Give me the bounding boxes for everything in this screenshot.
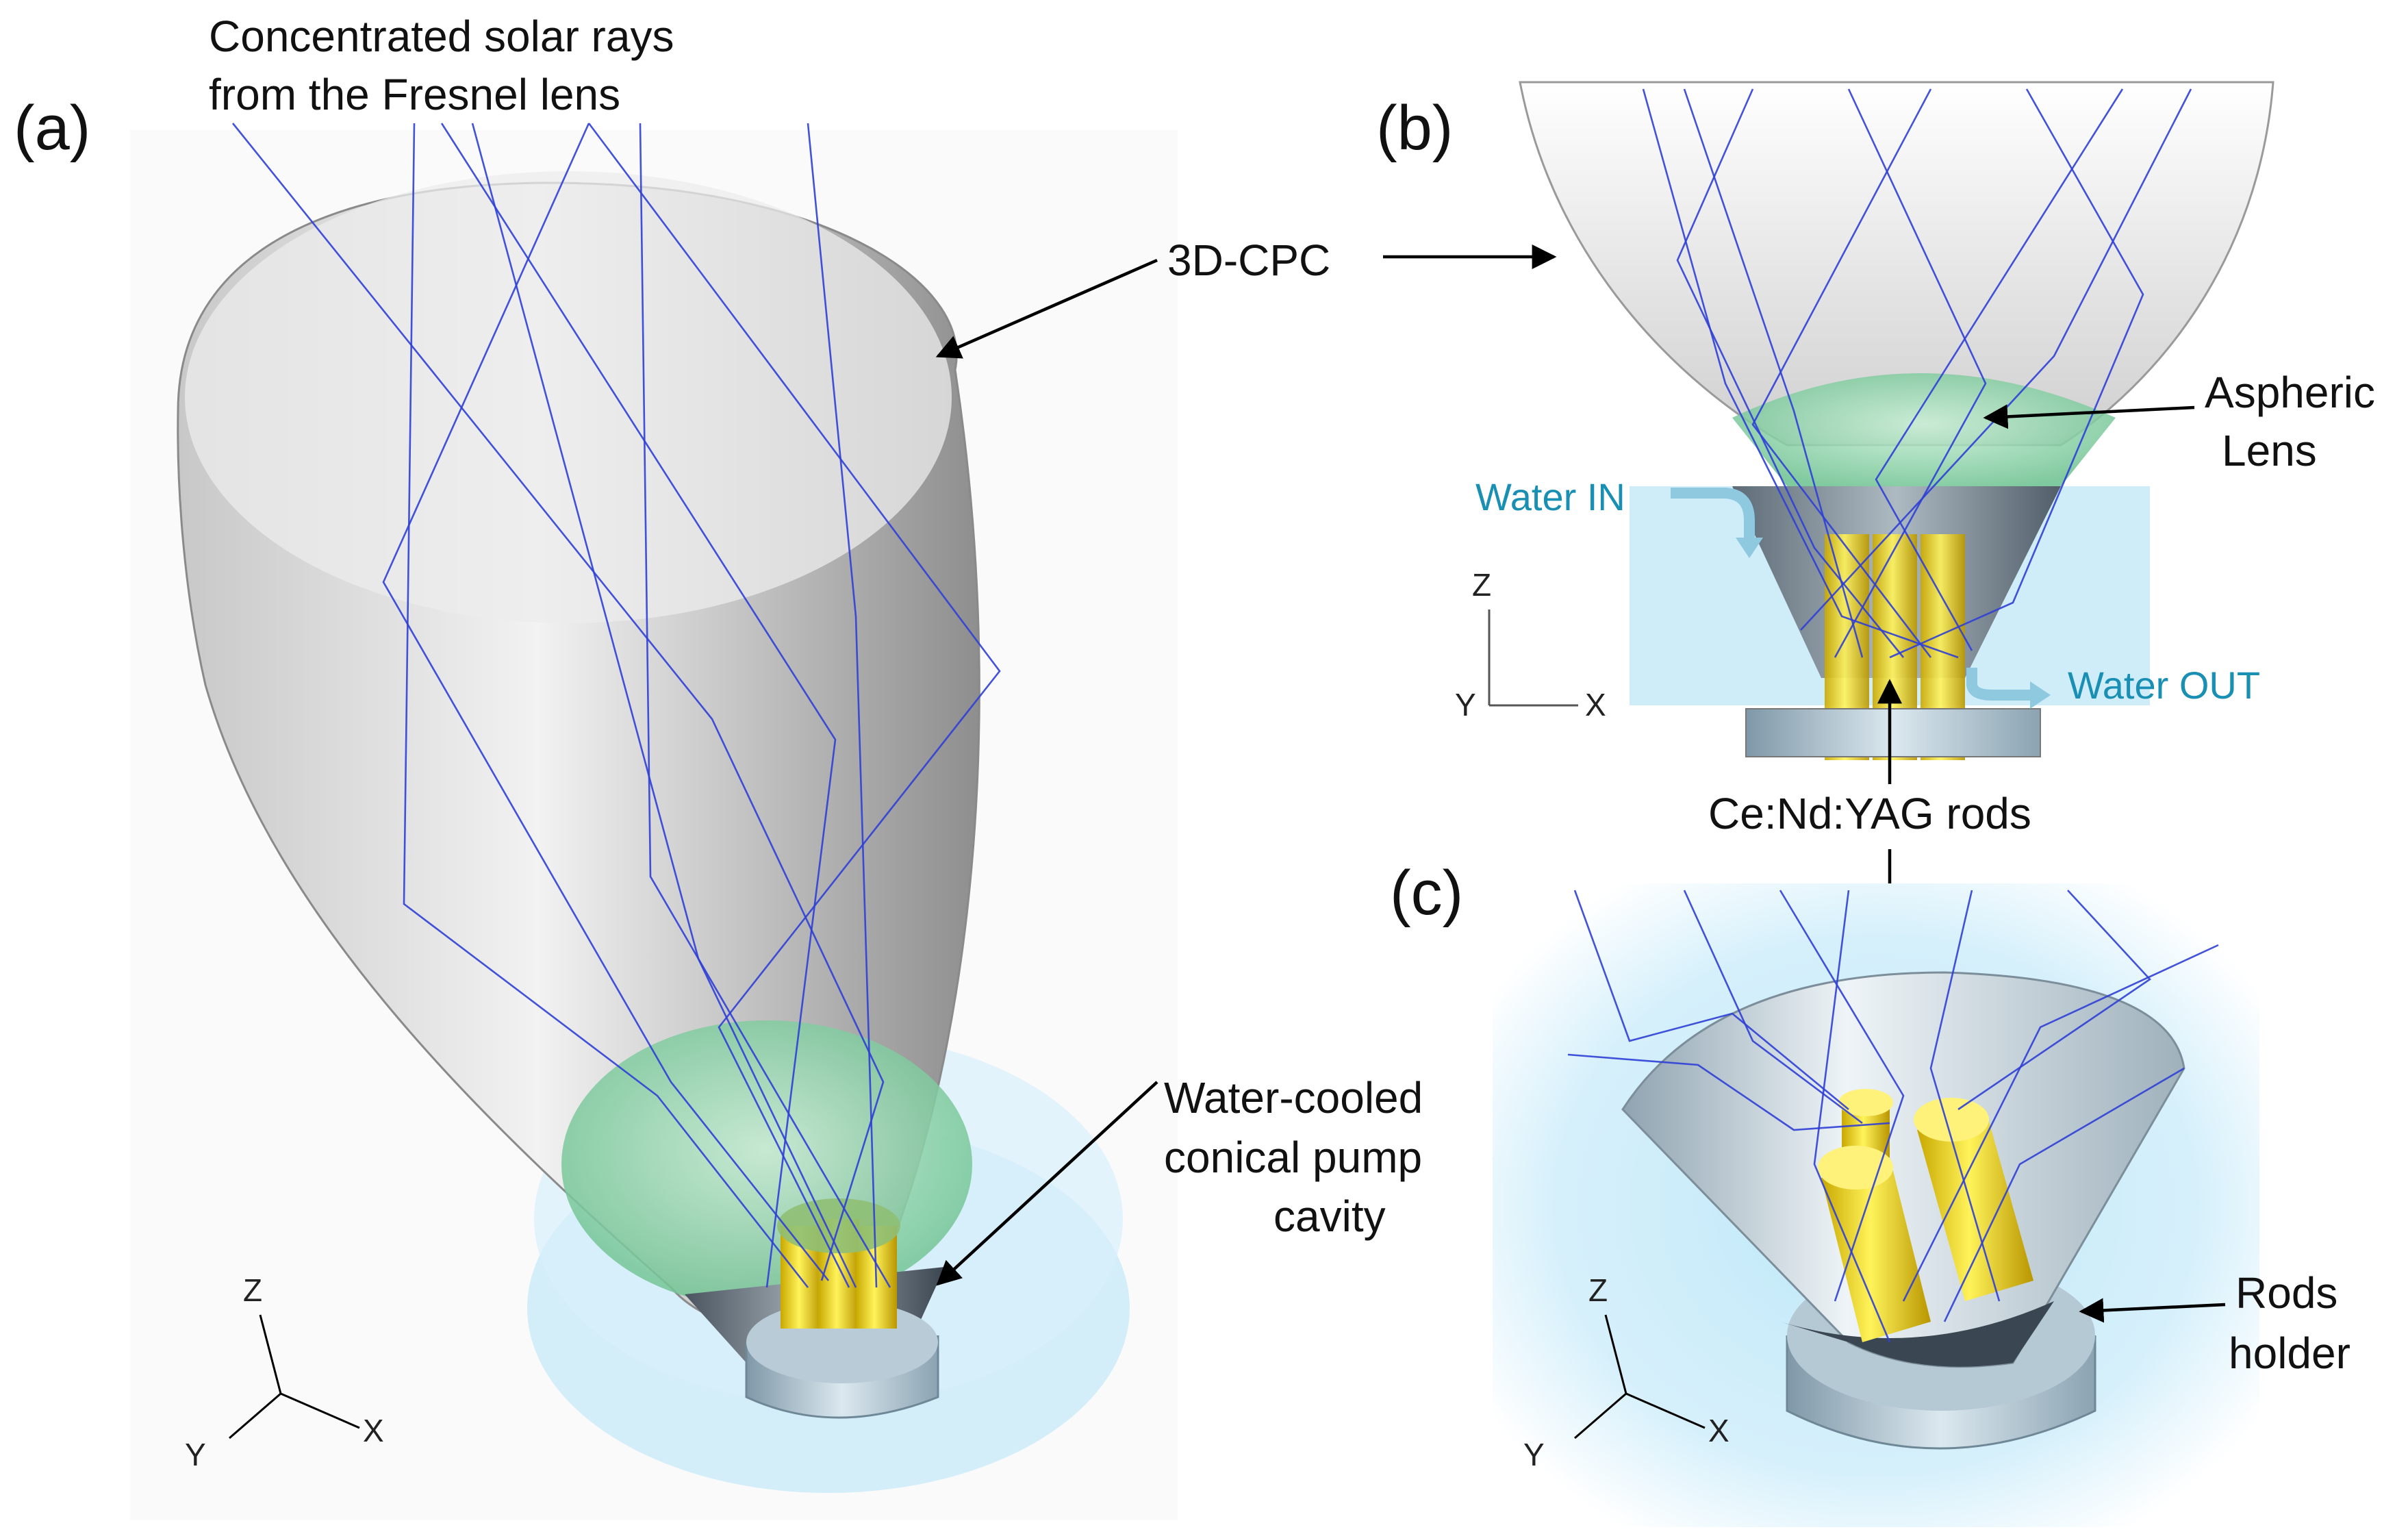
rays-a bbox=[231, 123, 1001, 1288]
aspheric-label-line1: Aspheric bbox=[2205, 368, 2375, 417]
water-out-arrow bbox=[1966, 668, 2033, 701]
axis-triad-c: Z X Y bbox=[1523, 1272, 1729, 1472]
axis-x-a: X bbox=[363, 1413, 384, 1448]
cpc-aperture-a bbox=[185, 171, 952, 623]
axis-y-b: Y bbox=[1455, 687, 1476, 722]
rays-label-line2: from the Fresnel lens bbox=[209, 70, 620, 119]
rods-a bbox=[777, 1198, 900, 1329]
panel-label-c: (c) bbox=[1390, 858, 1463, 928]
holder-arrow bbox=[2079, 1298, 2226, 1323]
panel-label-a: (a) bbox=[14, 93, 90, 163]
rays-b bbox=[1642, 88, 2192, 659]
cavity-label-line1: Water-cooled bbox=[1164, 1073, 1423, 1122]
panel-c bbox=[1493, 883, 2259, 1527]
cavity-arrow-a bbox=[936, 1081, 1158, 1286]
aspheric-lens-a bbox=[561, 1020, 972, 1308]
cavity-label-line3: cavity bbox=[1273, 1192, 1386, 1241]
axis-z-b: Z bbox=[1472, 567, 1491, 603]
rays-c bbox=[1567, 890, 2219, 1343]
rods-c bbox=[1818, 1089, 2033, 1342]
cpc-label: 3D-CPC bbox=[1167, 236, 1330, 285]
rods-holder-b bbox=[1745, 708, 2041, 757]
axis-x-c: X bbox=[1708, 1413, 1729, 1448]
aspheric-label-line2: Lens bbox=[2222, 426, 2317, 475]
axis-triad-a: Z X Y bbox=[185, 1272, 384, 1472]
axis-z-c: Z bbox=[1588, 1272, 1608, 1308]
axis-y-a: Y bbox=[185, 1437, 206, 1472]
aspheric-arrow bbox=[1983, 404, 2195, 429]
cavity-label-line2: conical pump bbox=[1164, 1133, 1422, 1182]
water-in-arrow bbox=[1671, 488, 1755, 541]
axis-x-b: X bbox=[1585, 687, 1606, 722]
aspheric-lens-b bbox=[1732, 373, 2116, 486]
panel-b bbox=[1519, 81, 2274, 760]
panel-label-b: (b) bbox=[1376, 93, 1453, 163]
holder-label-line2: holder bbox=[2229, 1329, 2350, 1378]
cpc-arrow-a bbox=[935, 258, 1158, 359]
panel-a bbox=[130, 123, 1178, 1520]
axis-triad-b: Z Y X bbox=[1455, 567, 1606, 722]
water-in-label: Water IN bbox=[1475, 475, 1625, 518]
rods-label: Ce:Nd:YAG rods bbox=[1708, 789, 2031, 838]
axis-z-a: Z bbox=[243, 1272, 262, 1308]
axis-y-c: Y bbox=[1523, 1437, 1545, 1472]
water-out-label: Water OUT bbox=[2068, 664, 2260, 707]
rays-label-line1: Concentrated solar rays bbox=[209, 12, 674, 61]
holder-label-line1: Rods bbox=[2235, 1268, 2337, 1318]
